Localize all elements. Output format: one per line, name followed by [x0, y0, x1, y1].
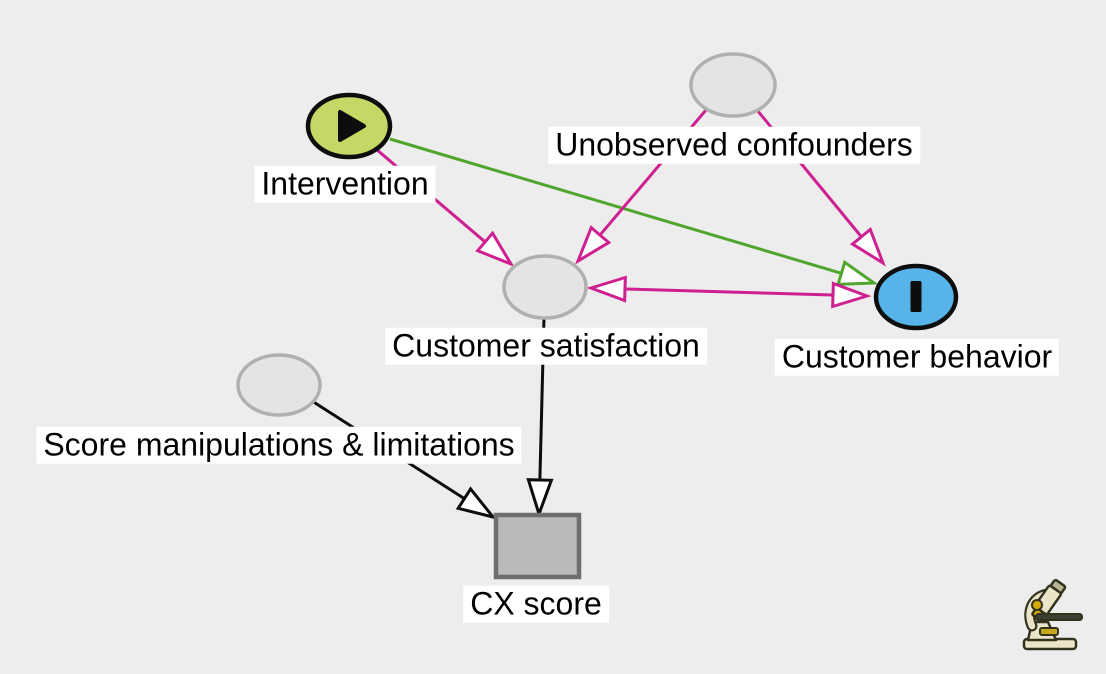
play-icon	[338, 110, 366, 142]
label-customer-behavior: Customer behavior	[774, 338, 1060, 376]
arrowhead	[475, 230, 515, 268]
node-unobserved-confounders	[689, 52, 777, 118]
node-customer-behavior	[873, 263, 959, 331]
arrowhead	[455, 486, 497, 520]
node-intervention	[305, 92, 393, 160]
arrowhead	[831, 281, 872, 309]
arrowhead	[586, 275, 627, 303]
edge-satisfaction-behavior-bidirectional	[586, 275, 872, 309]
pause-bar-icon	[910, 281, 922, 312]
arrowhead	[574, 225, 612, 265]
label-unobserved-confounders: Unobserved confounders	[548, 126, 920, 164]
node-score-manipulations	[236, 353, 322, 417]
microscope-icon	[1022, 578, 1083, 651]
label-customer-satisfaction: Customer satisfaction	[385, 327, 707, 365]
arrowhead	[836, 259, 879, 286]
edge-intervention-to-behavior	[389, 137, 879, 286]
arrowhead	[526, 478, 554, 519]
node-customer-satisfaction	[502, 254, 588, 320]
label-cx-score: CX score	[463, 585, 609, 623]
arrowhead	[849, 226, 886, 267]
node-cx-score	[493, 512, 582, 580]
label-score-manipulations: Score manipulations & limitations	[36, 426, 522, 464]
label-intervention: Intervention	[254, 165, 436, 203]
